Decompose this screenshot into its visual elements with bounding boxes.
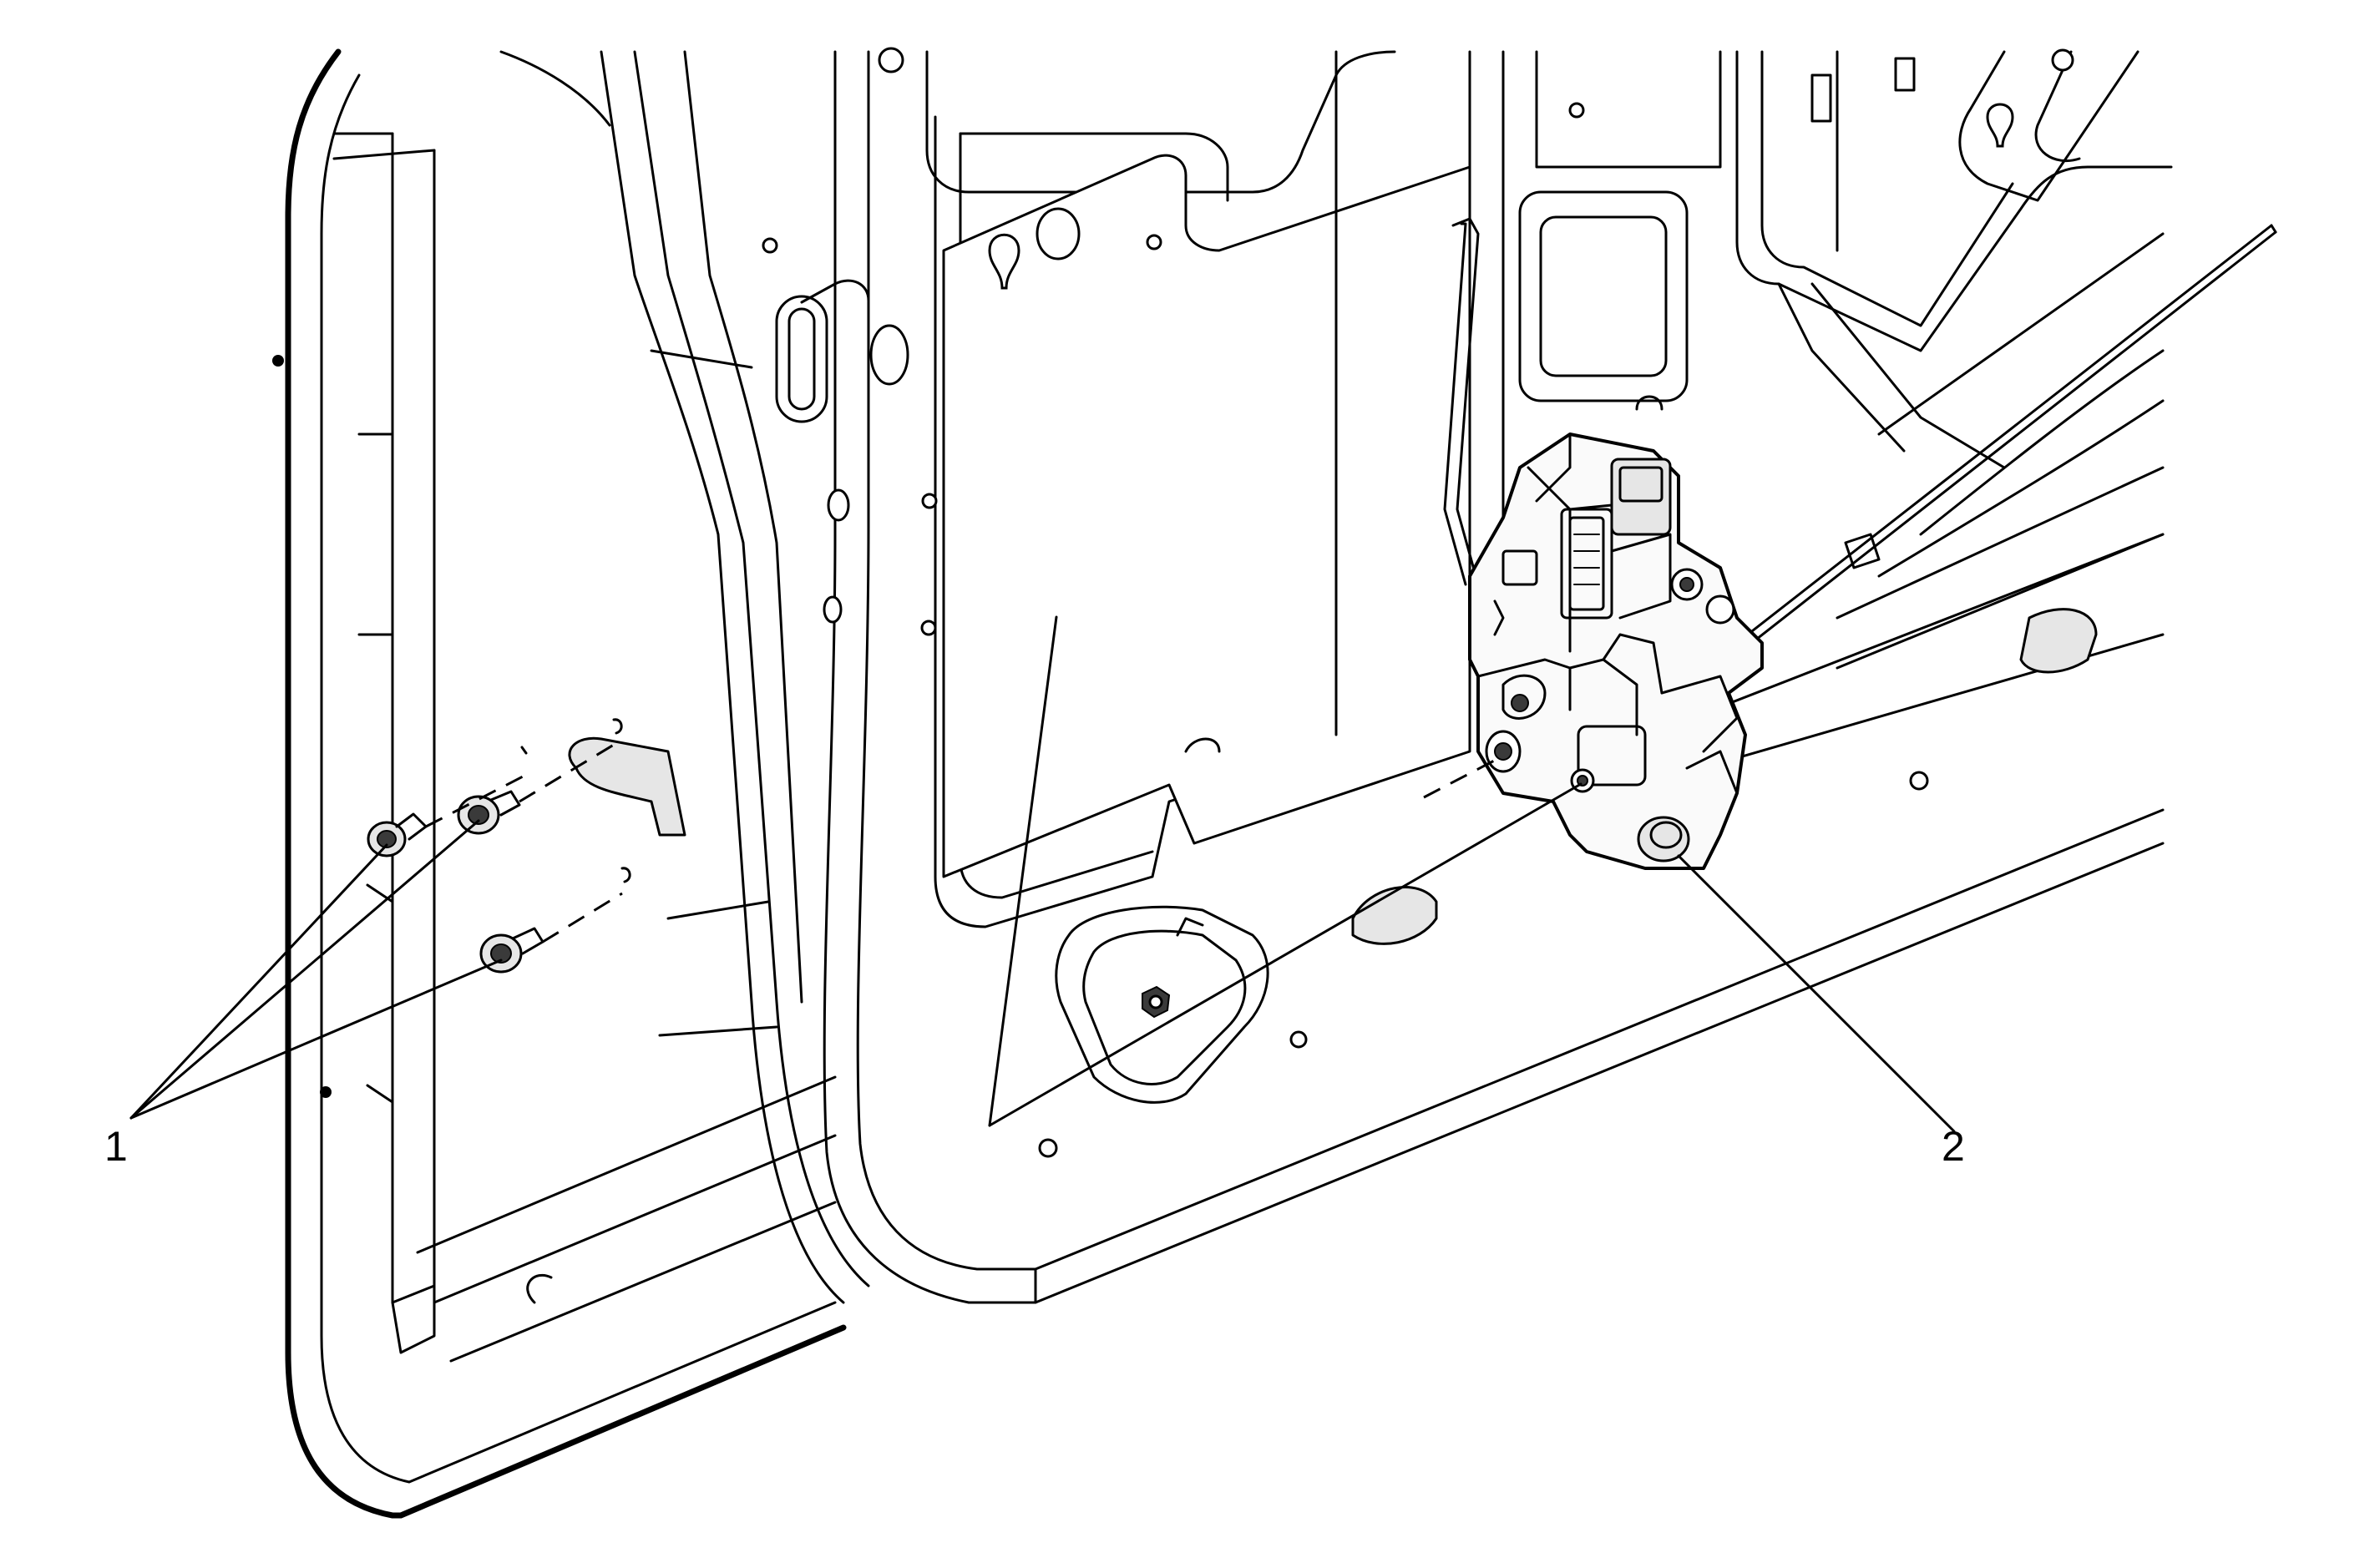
fastener-upper-left: [367, 812, 428, 857]
leader-lines: [129, 615, 1956, 1133]
door-latch-assembly: [1468, 432, 1764, 870]
door-upper-structure: [878, 47, 2173, 803]
fastener-upper-right: [457, 790, 521, 835]
door-inner-panel: [823, 50, 2165, 1304]
fastener-lower: [479, 927, 544, 974]
door-hinge-pillar: [499, 50, 870, 1304]
lock-rod: [1443, 217, 2277, 653]
alignment-lines: [425, 718, 1500, 943]
callout-1-label: 1: [104, 1123, 128, 1170]
door-outer-frame: [272, 48, 847, 1519]
panel-holes: [762, 207, 1929, 1158]
callout-2-label: 2: [1942, 1123, 1965, 1170]
door-lower-pocket: [1055, 886, 1438, 1104]
